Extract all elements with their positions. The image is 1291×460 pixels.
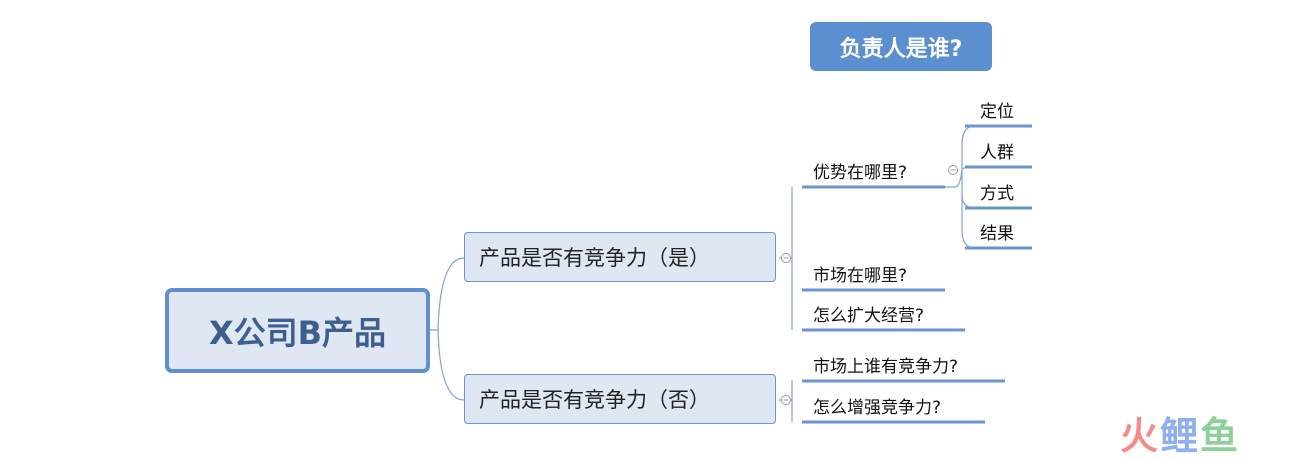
root-node[interactable]: X公司B产品 xyxy=(165,288,430,373)
branch-node-no[interactable]: 产品是否有竞争力（否） xyxy=(464,374,776,424)
node-method[interactable]: 方式 xyxy=(980,184,1014,204)
responsible-person-tag[interactable]: 负责人是谁? xyxy=(810,22,992,71)
node-result[interactable]: 结果 xyxy=(980,224,1014,244)
node-strengthen[interactable]: 怎么增强竞争力? xyxy=(813,398,942,418)
watermark-char: 鲤 xyxy=(1160,414,1201,458)
branch-node-yes[interactable]: 产品是否有竞争力（是） xyxy=(464,232,776,282)
node-market[interactable]: 市场在哪里? xyxy=(813,266,908,286)
node-advantage[interactable]: 优势在哪里? xyxy=(813,163,908,183)
watermark-char: 火 xyxy=(1120,414,1161,458)
node-competitors[interactable]: 市场上谁有竞争力? xyxy=(813,357,959,377)
watermark-char: 鱼 xyxy=(1200,414,1241,458)
node-expand[interactable]: 怎么扩大经营? xyxy=(813,306,925,326)
watermark-logo: 火鲤鱼 xyxy=(1120,405,1240,460)
node-audience[interactable]: 人群 xyxy=(980,143,1014,163)
node-positioning[interactable]: 定位 xyxy=(980,102,1014,122)
